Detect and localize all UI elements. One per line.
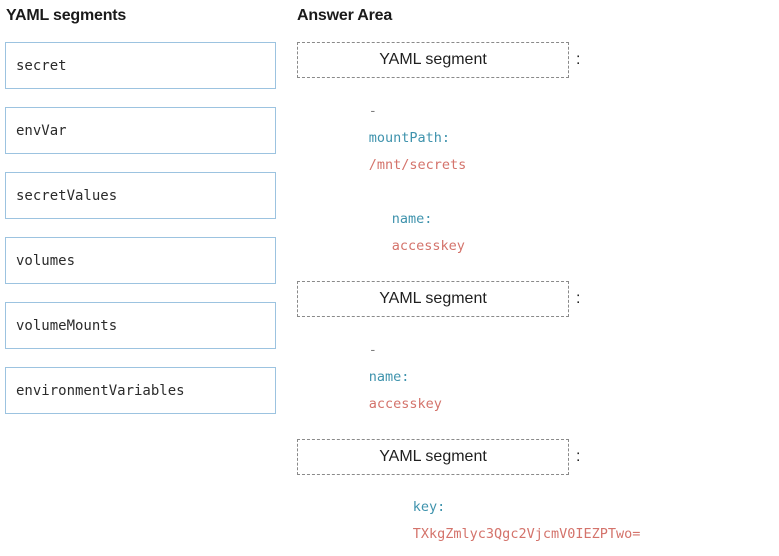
answer-group-2: YAML segment : - name: accesskey bbox=[297, 281, 775, 425]
segment-tile-label: volumeMounts bbox=[16, 317, 118, 334]
segment-tile-label: envVar bbox=[16, 122, 67, 139]
yaml-line-name-2: - name: accesskey bbox=[297, 330, 775, 425]
segment-tile-volumes[interactable]: volumes bbox=[5, 237, 276, 284]
dropzone-colon-2: : bbox=[576, 290, 581, 307]
yaml-value: /mnt/secrets bbox=[368, 156, 467, 173]
yaml-line-key: key: TXkgZmlyc3Qgc2VjcmV0IEZPTwo= bbox=[297, 488, 775, 556]
dropzone-colon-1: : bbox=[576, 51, 581, 68]
segment-tile-secretvalues[interactable]: secretValues bbox=[5, 172, 276, 219]
segment-tile-label: environmentVariables bbox=[16, 382, 185, 399]
yaml-value: TXkgZmlyc3Qgc2VjcmV0IEZPTwo= bbox=[412, 526, 641, 542]
yaml-key: name: bbox=[368, 368, 410, 385]
segment-tile-label: volumes bbox=[16, 252, 76, 269]
dropzone-row-2: YAML segment : bbox=[297, 281, 775, 317]
yaml-segments-list: secret envVar secretValues volumes volum… bbox=[5, 42, 276, 414]
yaml-value: accesskey bbox=[391, 238, 465, 254]
answer-dropzone-1[interactable]: YAML segment bbox=[297, 42, 569, 78]
yaml-value: accesskey bbox=[368, 395, 442, 412]
answer-area-heading: Answer Area bbox=[297, 7, 393, 24]
segment-tile-envvar[interactable]: envVar bbox=[5, 107, 276, 154]
answer-group-1: YAML segment : - mountPath: /mnt/secrets… bbox=[297, 42, 775, 267]
yaml-dash: - bbox=[368, 341, 377, 358]
answer-dropzone-3[interactable]: YAML segment bbox=[297, 438, 569, 475]
dropzone-row-3: YAML segment : bbox=[297, 438, 775, 475]
answer-group-3: YAML segment : key: TXkgZmlyc3Qgc2VjcmV0… bbox=[297, 438, 775, 556]
segment-tile-secret[interactable]: secret bbox=[5, 42, 276, 89]
yaml-key: name: bbox=[391, 211, 433, 227]
yaml-line-name-1: name: accesskey bbox=[297, 200, 775, 268]
yaml-line-mountpath: - mountPath: /mnt/secrets bbox=[297, 91, 775, 186]
segment-tile-label: secret bbox=[16, 57, 67, 74]
yaml-dash: - bbox=[368, 102, 377, 119]
dropzone-row-1: YAML segment : bbox=[297, 42, 775, 78]
segment-tile-environmentvariables[interactable]: environmentVariables bbox=[5, 367, 276, 414]
segment-tile-volumemounts[interactable]: volumeMounts bbox=[5, 302, 276, 349]
dropzone-colon-3: : bbox=[576, 447, 581, 465]
segment-tile-label: secretValues bbox=[16, 187, 118, 204]
yaml-key: mountPath: bbox=[368, 129, 451, 146]
yaml-segments-heading: YAML segments bbox=[6, 7, 127, 24]
answer-area: YAML segment : - mountPath: /mnt/secrets… bbox=[297, 42, 775, 555]
answer-dropzone-2[interactable]: YAML segment bbox=[297, 281, 569, 317]
